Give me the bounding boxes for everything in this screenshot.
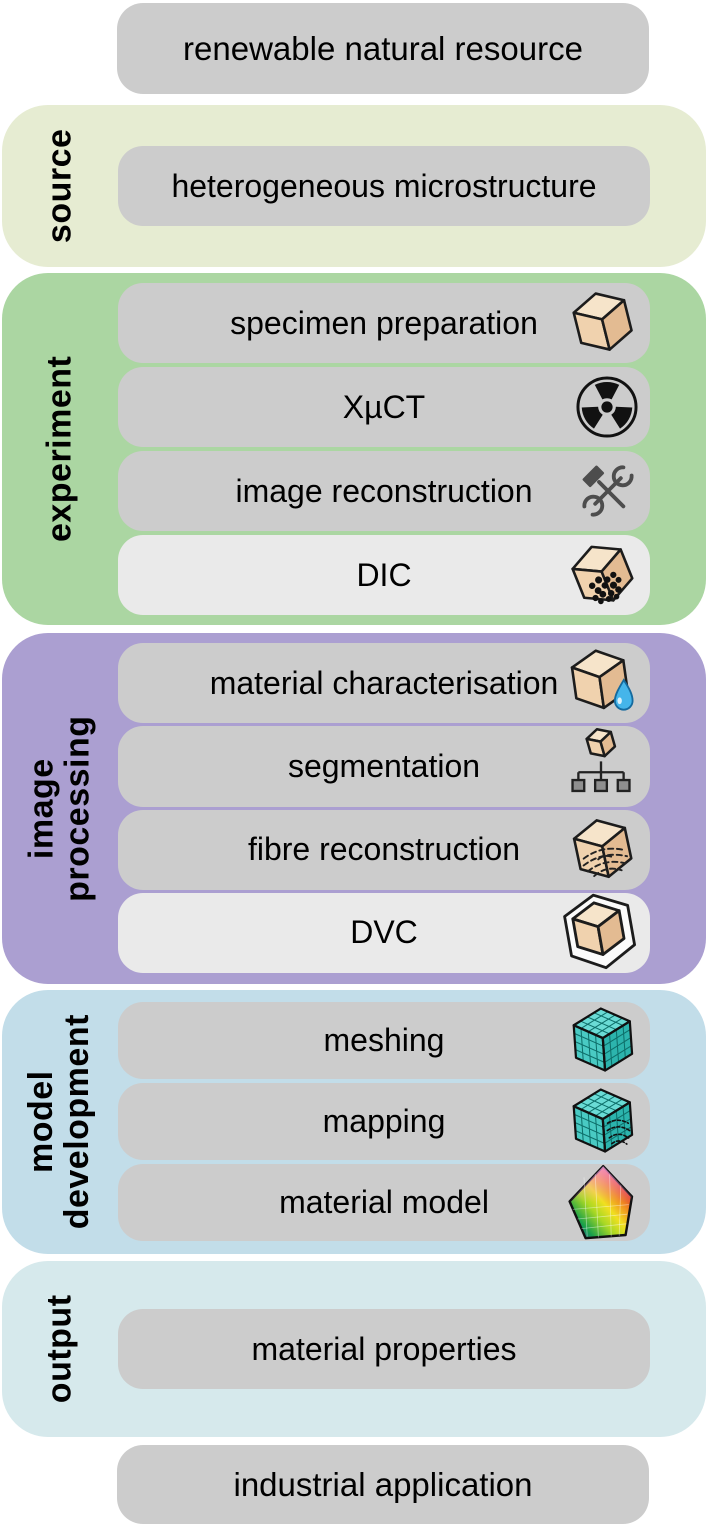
mesh-cube-icon [566,1004,640,1078]
node-meshing: meshing [118,1002,650,1079]
node-specimen-preparation: specimen preparation [118,283,650,363]
tools-icon [576,459,640,523]
section-model-development: model development meshing mapping [2,990,706,1254]
node-mapping: mapping [118,1083,650,1160]
section-model-development-items: meshing mapping [118,1002,650,1241]
node-heterogeneous-microstructure: heterogeneous microstructure [118,146,650,226]
node-label: mapping [322,1103,446,1139]
mapped-mesh-cube-icon [566,1085,640,1159]
section-source: source heterogeneous microstructure [2,105,706,267]
section-source-label: source [40,128,79,244]
section-output-items: material properties [118,1261,650,1437]
node-label: image reconstruction [235,472,533,509]
wood-cube-icon [566,286,640,360]
section-image-processing: image processing material characterisati… [2,633,706,984]
section-experiment: experiment specimen preparation XµCT [2,273,706,625]
node-fibre-reconstruction: fibre reconstruction [118,809,650,890]
node-label: industrial application [233,1465,533,1503]
fibre-cube-icon [566,813,640,887]
node-label: material properties [251,1330,517,1367]
node-dvc: DVC [118,892,650,973]
wood-cube-droplet-icon [566,646,640,720]
node-material-characterisation: material characterisation [118,643,650,724]
node-industrial-application: industrial application [117,1445,649,1524]
radiation-icon [574,374,640,440]
node-label: material characterisation [209,664,559,701]
node-xuct: XµCT [118,367,650,447]
section-image-processing-items: material characterisation segmentation [118,643,650,973]
section-output-label: output [40,1294,79,1404]
node-label: segmentation [287,747,481,784]
section-output: output material properties [2,1261,706,1437]
section-source-items: heterogeneous microstructure [118,105,650,267]
node-label: heterogeneous microstructure [171,167,597,204]
node-label: DVC [350,914,418,951]
node-label: meshing [323,1022,445,1058]
node-segmentation: segmentation [118,726,650,807]
section-model-development-label: model development [22,1014,96,1230]
rainbow-mesh-pyramid-icon [560,1163,640,1243]
node-label: fibre reconstruction [247,831,521,868]
node-label: material model [279,1184,489,1220]
cube-hierarchy-icon [562,727,640,805]
node-material-model: material model [118,1164,650,1241]
section-experiment-items: specimen preparation XµCT [118,283,650,615]
double-outline-cube-icon [560,893,640,973]
speckled-wood-cube-icon [566,538,640,612]
node-image-reconstruction: image reconstruction [118,451,650,531]
section-experiment-label: experiment [40,355,79,543]
node-label: DIC [356,556,412,593]
node-renewable-natural-resource: renewable natural resource [117,3,649,94]
node-label: XµCT [342,388,426,425]
node-material-properties: material properties [118,1309,650,1389]
node-dic: DIC [118,535,650,615]
section-image-processing-label: image processing [22,715,97,902]
node-label: specimen preparation [230,304,538,341]
node-label: renewable natural resource [183,29,583,67]
